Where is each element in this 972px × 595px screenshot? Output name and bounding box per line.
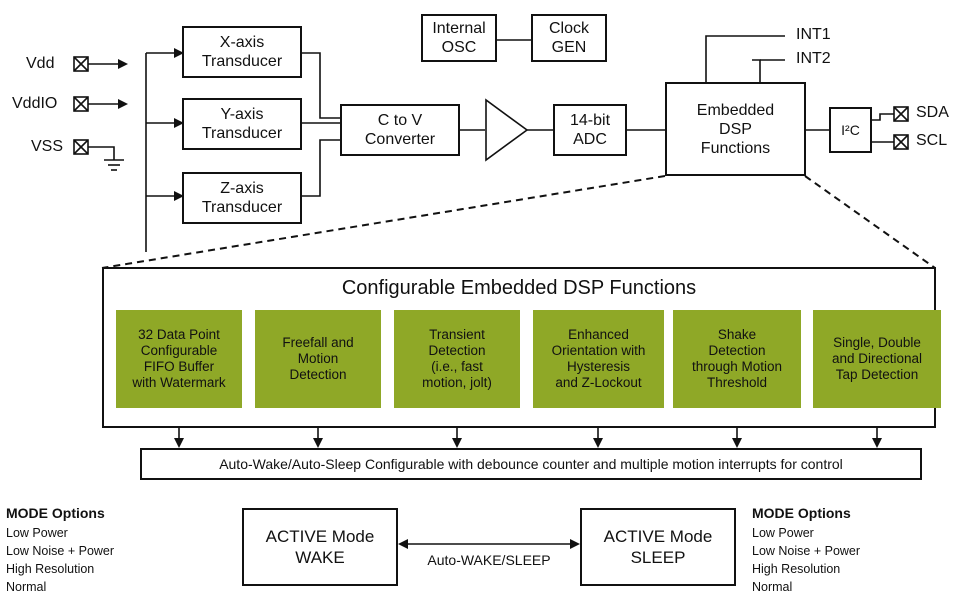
mode-left-item: Low Noise + Power <box>6 544 115 558</box>
y-axis-transducer-box: Y-axis Transducer <box>182 98 302 150</box>
mode-right-item: Low Noise + Power <box>752 544 861 558</box>
scl-pin-icon <box>893 134 909 150</box>
function-fifo-buffer: 32 Data Point Configurable FIFO Buffer w… <box>116 310 242 408</box>
sda-pin-icon <box>893 106 909 122</box>
vddio-pin-icon <box>73 96 89 112</box>
function-freefall-motion: Freefall and Motion Detection <box>255 310 381 408</box>
x-axis-transducer-box: X-axis Transducer <box>182 26 302 78</box>
function-transient: Transient Detection (i.e., fast motion, … <box>394 310 520 408</box>
mode-right-item: Normal <box>752 580 793 594</box>
active-mode-sleep-box: ACTIVE Mode SLEEP <box>580 508 736 586</box>
vss-pin-icon <box>73 139 89 155</box>
mode-left-item: High Resolution <box>6 562 95 576</box>
pin-vddio-label: VddIO <box>12 95 58 112</box>
active-mode-wake-box: ACTIVE Mode WAKE <box>242 508 398 586</box>
pin-vdd-label: Vdd <box>26 55 55 72</box>
pin-scl-label: SCL <box>916 132 948 149</box>
config-dsp-title: Configurable Embedded DSP Functions <box>341 277 697 299</box>
pin-vss-label: VSS <box>31 138 64 155</box>
int2-label: INT2 <box>796 50 831 67</box>
embedded-dsp-box: Embedded DSP Functions <box>665 82 806 176</box>
vdd-pin-icon <box>73 56 89 72</box>
mode-right-item: Low Power <box>752 526 814 540</box>
clock-gen-box: Clock GEN <box>531 14 607 62</box>
adc-box: 14-bit ADC <box>553 104 627 156</box>
i2c-box: I²C <box>829 107 872 153</box>
autowake-config-bar: Auto-Wake/Auto-Sleep Configurable with d… <box>140 448 922 480</box>
int1-label: INT1 <box>796 26 831 43</box>
mode-left-item: Low Power <box>6 526 68 540</box>
function-orientation: Enhanced Orientation with Hysteresis and… <box>533 310 664 408</box>
mode-left-item: Normal <box>6 580 47 594</box>
mode-options-left-title: MODE Options <box>6 505 105 521</box>
mode-options-right-title: MODE Options <box>752 505 851 521</box>
c-to-v-converter-box: C to V Converter <box>340 104 460 156</box>
function-tap: Single, Double and Directional Tap Detec… <box>813 310 941 408</box>
z-axis-transducer-box: Z-axis Transducer <box>182 172 302 224</box>
pin-sda-label: SDA <box>916 104 949 121</box>
internal-osc-box: Internal OSC <box>421 14 497 62</box>
mode-right-item: High Resolution <box>752 562 841 576</box>
function-shake: Shake Detection through Motion Threshold <box>673 310 801 408</box>
auto-wake-sleep-label: Auto-WAKE/SLEEP <box>427 552 551 568</box>
